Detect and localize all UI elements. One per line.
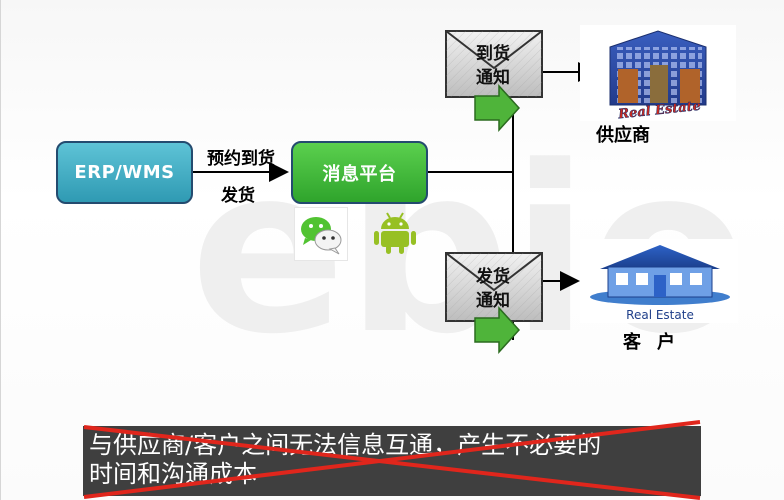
- android-icon-tile: [373, 209, 417, 255]
- arrival-notice-line1: 到货: [476, 44, 510, 64]
- shipment-notice-line1: 发货: [476, 267, 510, 287]
- message-platform-label: 消息平台: [322, 163, 397, 185]
- erp-wms-node: ERP/WMS: [56, 141, 193, 204]
- arrival-notice-label: 到货 通知: [463, 42, 523, 90]
- customer-building-sign: Real Estate: [626, 308, 694, 322]
- wechat-icon: [301, 217, 342, 255]
- shipment-notice-line2: 通知: [476, 291, 510, 311]
- house-icon: Real Estate: [590, 245, 730, 322]
- erp-wms-label: ERP/WMS: [74, 162, 175, 183]
- customer-building-image: Real Estate: [580, 239, 738, 323]
- problem-note-line2: 时间和沟通成本: [89, 460, 257, 488]
- arrival-notice-line2: 通知: [476, 68, 510, 88]
- shipping-label: 发货: [221, 186, 255, 206]
- cross-stroke-2: [83, 420, 701, 499]
- message-platform-node: 消息平台: [291, 141, 428, 204]
- office-building-icon: Real Estate: [609, 30, 707, 123]
- supplier-label: 供应商: [596, 125, 650, 146]
- android-icon: [374, 212, 416, 254]
- shipment-notice-label: 发货 通知: [463, 265, 523, 313]
- cross-stroke-1: [83, 425, 701, 500]
- booking-arrival-label: 预约到货: [207, 149, 275, 169]
- left-divider: [0, 0, 1, 500]
- envelope-icon-arrival: [445, 30, 543, 132]
- supplier-building-image: Real Estate: [580, 25, 736, 123]
- wechat-icon-tile: [294, 207, 348, 261]
- customer-label: 客户: [623, 332, 691, 353]
- envelope-icon-shipment: [445, 252, 543, 354]
